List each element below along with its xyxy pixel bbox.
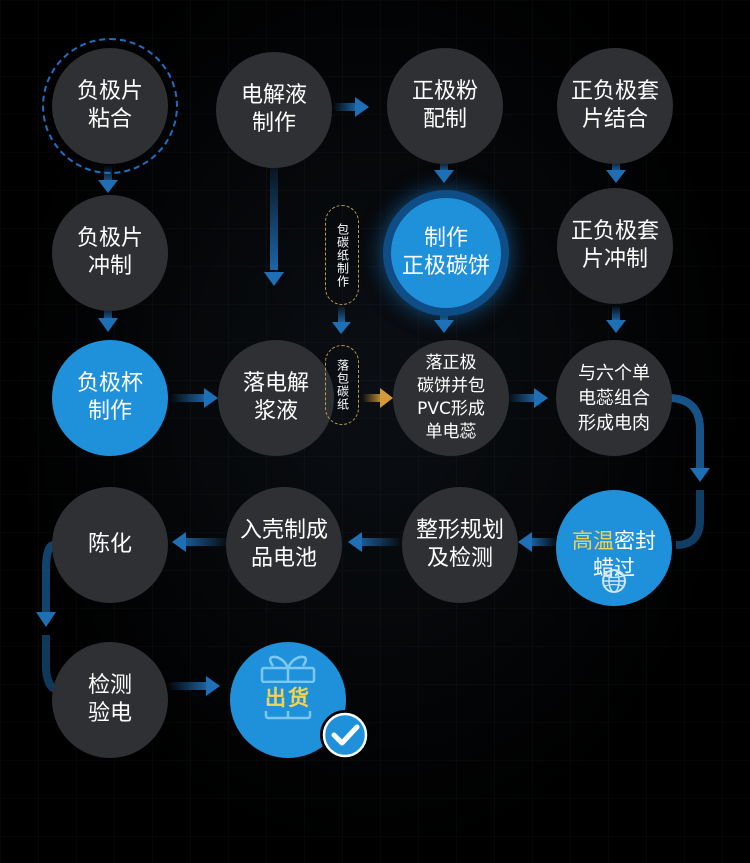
connector-n7-n11 bbox=[612, 305, 620, 321]
checkmark-badge-icon bbox=[320, 710, 370, 760]
arrow-head bbox=[434, 320, 454, 333]
arrow-head bbox=[434, 170, 454, 183]
connector-electrolyte-to-drop bbox=[270, 150, 278, 270]
node-drop-electrolyte: 落电解 浆液 bbox=[218, 340, 334, 456]
connector-n1-n5 bbox=[104, 165, 112, 185]
node-test-voltage: 检测 验电 bbox=[52, 642, 168, 758]
connector-n11-n12-b bbox=[675, 490, 704, 549]
node-cathode-powder: 正极粉 配制 bbox=[387, 48, 503, 164]
arrow-head bbox=[606, 320, 626, 333]
node-anode-punching: 负极片 冲制 bbox=[52, 195, 168, 311]
node-electrode-punching: 正负极套 片冲制 bbox=[557, 188, 673, 304]
connector-n3-n6 bbox=[440, 160, 448, 172]
connector-n11-n12 bbox=[667, 394, 704, 470]
node-combine-six-cells: 与六个单 电蕊组合 形成电肉 bbox=[556, 340, 672, 456]
arrow-head bbox=[534, 388, 548, 408]
arrow-head bbox=[172, 532, 186, 552]
connector-n5-n8 bbox=[104, 305, 112, 321]
connector-n10-n11 bbox=[508, 394, 536, 402]
node-casing: 入壳制成 品电池 bbox=[226, 487, 342, 603]
node-drop-cathode-cake: 落正极 碳饼并包 PVC形成 单电蕊 bbox=[393, 340, 509, 456]
arrow-head bbox=[98, 318, 118, 332]
arrow-head bbox=[204, 388, 218, 408]
arrow-head bbox=[98, 180, 118, 193]
ship-label: 出货 bbox=[262, 683, 314, 711]
arrow-head bbox=[690, 468, 710, 482]
connector-pill1-pill2 bbox=[338, 305, 345, 323]
connector-n6-n10 bbox=[440, 312, 448, 322]
seal-line-1: 高温密封 bbox=[572, 528, 656, 553]
pill-carbon-paper-making: 包碳纸制作 bbox=[325, 205, 359, 305]
highlight-dashed-ring bbox=[42, 38, 178, 174]
arrow-head bbox=[206, 676, 220, 696]
arrow-head bbox=[332, 322, 351, 334]
connector-n12-n13 bbox=[530, 538, 558, 546]
connector-n4-n7 bbox=[612, 158, 620, 172]
node-electrolyte-making: 电解液 制作 bbox=[216, 52, 332, 168]
node-high-temp-seal: 高温密封 蜡过 bbox=[556, 490, 672, 606]
node-electrode-combining: 正负极套 片结合 bbox=[557, 48, 673, 164]
arrow-head bbox=[348, 532, 362, 552]
pill-drop-carbon-paper: 落包碳纸 bbox=[325, 345, 359, 425]
node-cathode-cake: 制作 正极碳饼 bbox=[391, 198, 501, 308]
globe-icon bbox=[602, 569, 626, 593]
connector-n2-n3 bbox=[333, 103, 357, 111]
node-anode-cup: 负极杯 制作 bbox=[52, 340, 168, 456]
connector-pill2-n10 bbox=[362, 394, 382, 402]
node-anode-bonding: 负极片 粘合 bbox=[52, 48, 168, 164]
arrow-head bbox=[380, 388, 393, 408]
connector-n8-n9 bbox=[170, 394, 206, 402]
connector-n13-n14 bbox=[356, 538, 402, 546]
arrow-head bbox=[264, 272, 284, 286]
arrow-head bbox=[355, 97, 369, 117]
connector-n16-n17 bbox=[168, 682, 208, 690]
connector-n14-n15 bbox=[180, 538, 230, 546]
arrow-head bbox=[518, 532, 532, 552]
arrow-head bbox=[36, 612, 56, 627]
node-aging: 陈化 bbox=[52, 487, 168, 603]
arrow-head bbox=[606, 170, 626, 183]
node-shaping-inspection: 整形规划 及检测 bbox=[402, 487, 518, 603]
